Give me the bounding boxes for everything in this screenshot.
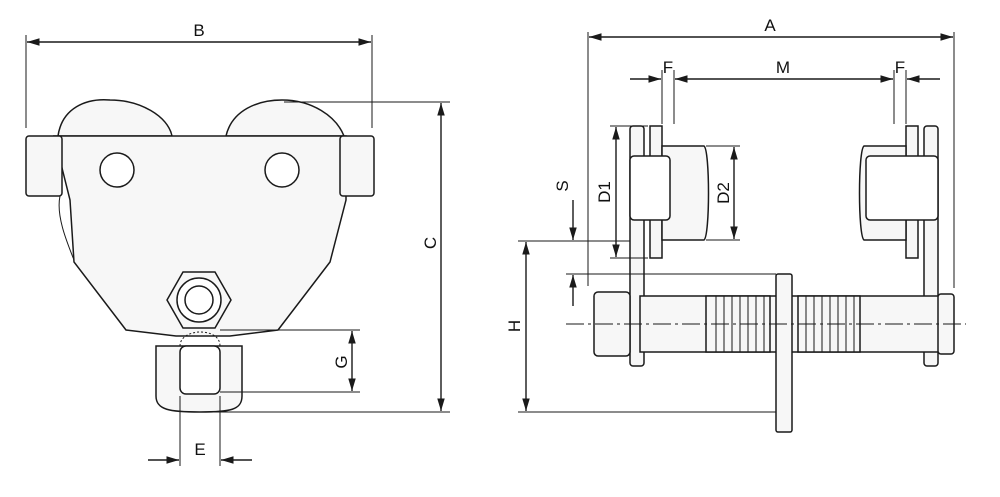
left-wheel [57,99,173,137]
label-F-right: F [895,58,905,77]
label-C: C [421,237,440,249]
center-load-bar [775,273,793,433]
label-S: S [553,180,572,191]
label-D1: D1 [595,181,614,203]
right-wheel [225,99,346,137]
label-H: H [505,320,524,332]
label-A: A [764,16,776,35]
left-wheel-tread [661,145,710,241]
left-hole [99,152,135,188]
label-M: M [776,58,790,77]
label-E: E [194,440,205,459]
label-F-left: F [663,58,673,77]
label-D2: D2 [714,182,733,204]
label-B: B [193,21,204,40]
label-G: G [332,355,351,368]
front-view: B C G E [25,21,450,466]
left-axle-end [25,135,63,197]
right-hole [264,152,300,188]
right-axle-end [339,135,375,197]
side-view: A F M F D1 D2 S H [505,16,966,433]
